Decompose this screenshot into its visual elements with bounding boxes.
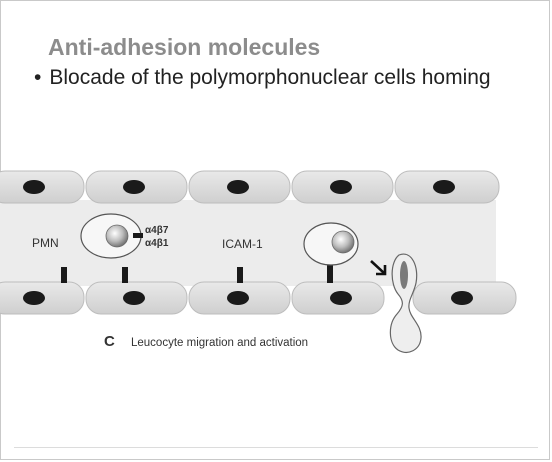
cell-nucleus <box>227 291 249 305</box>
pmn-leucocyte <box>80 213 143 259</box>
icam-receptor <box>61 267 67 283</box>
cell-nucleus <box>123 291 145 305</box>
pmn-label: PMN <box>32 236 59 250</box>
transmigrating-cell-body <box>389 253 422 353</box>
icam-receptor <box>327 260 333 283</box>
panel-letter: C <box>104 333 115 350</box>
slide-title: Anti-adhesion molecules <box>48 34 321 60</box>
icam-label: ICAM-1 <box>222 237 263 251</box>
transmigrating-leucocyte <box>389 253 422 353</box>
cell-nucleus <box>451 291 473 305</box>
pmn-nucleus-ball <box>105 224 129 248</box>
adhered-leucocyte <box>303 222 359 266</box>
transmigrating-nucleus <box>400 261 408 289</box>
icam-receptor <box>237 267 243 283</box>
integrin-receptor <box>133 233 143 238</box>
footer-divider <box>14 447 538 448</box>
top-endothelial-layer <box>0 170 500 204</box>
adhered-nucleus-ball <box>331 230 355 254</box>
integrin-label-a4b1: α4β1 <box>145 238 169 249</box>
bullet-line: • Blocade of the polymorphonuclear cells … <box>34 66 491 90</box>
cell-nucleus <box>433 180 455 194</box>
cell-nucleus <box>23 291 45 305</box>
migration-arrow-icon <box>370 260 387 276</box>
icam-receptor <box>122 267 128 283</box>
cell-nucleus <box>330 291 352 305</box>
cell-nucleus <box>330 180 352 194</box>
cell-nucleus <box>227 180 249 194</box>
cell-nucleus <box>123 180 145 194</box>
diagram-caption: Leucocyte migration and activation <box>131 337 308 349</box>
bullet-marker: • <box>34 66 42 89</box>
integrin-label-a4b7: α4β7 <box>145 225 169 236</box>
bullet-text: Blocade of the polymorphonuclear cells h… <box>49 66 491 89</box>
cell-nucleus <box>23 180 45 194</box>
bottom-endothelial-layer <box>0 281 517 315</box>
